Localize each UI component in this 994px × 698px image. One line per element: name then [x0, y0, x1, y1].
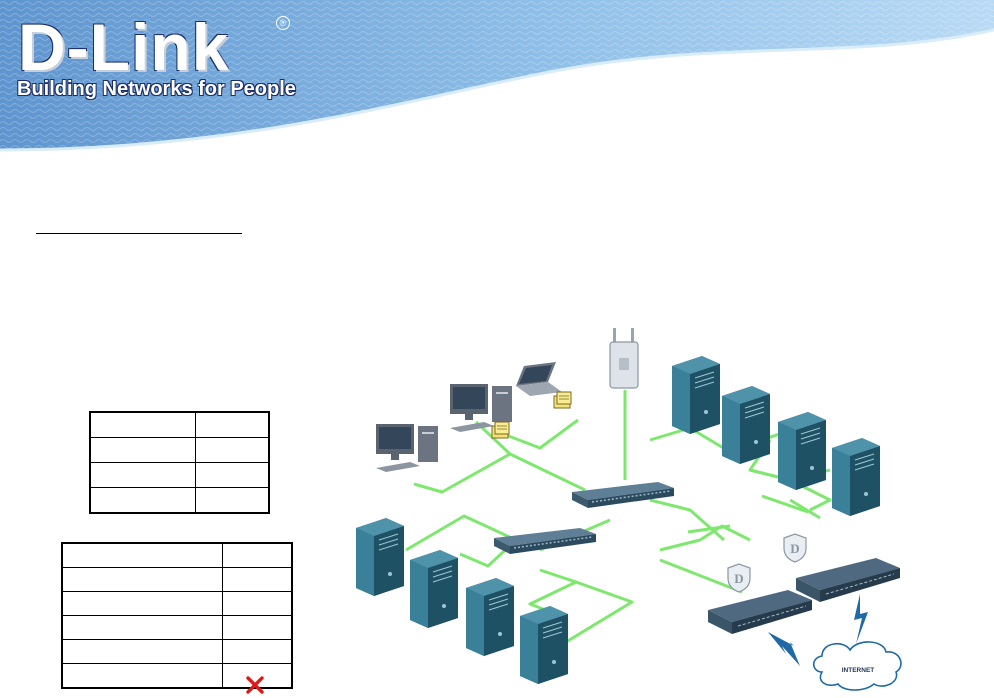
server-icon	[777, 411, 827, 491]
switch-icon	[571, 481, 675, 509]
table-row	[61, 542, 293, 568]
table-cell	[222, 591, 293, 616]
server-icon	[409, 549, 459, 629]
table-cell	[195, 411, 270, 438]
table-cell	[195, 437, 270, 463]
server-icon	[355, 517, 405, 597]
table-cell	[222, 567, 293, 592]
table-row	[89, 462, 270, 488]
table-cell	[61, 615, 223, 640]
table-cell	[61, 542, 223, 568]
note-icon	[491, 421, 510, 439]
table-cell	[89, 487, 196, 514]
table-cell	[195, 487, 270, 514]
bottom-table	[61, 542, 293, 689]
registered-mark: ®	[276, 16, 290, 30]
table-cell	[61, 567, 223, 592]
top-table	[89, 411, 270, 514]
brand-tagline: Building Networks for People	[17, 78, 296, 100]
dlink-logo: D-Link	[18, 10, 230, 84]
firewall-router-icon	[795, 557, 901, 603]
firewall-router-icon	[707, 589, 813, 635]
table-cell	[89, 411, 196, 438]
table-cell	[222, 615, 293, 640]
table-row	[61, 567, 293, 592]
server-icon	[519, 605, 569, 685]
desktop-icon	[376, 424, 438, 472]
switch-icon	[493, 527, 597, 555]
table-row	[61, 591, 293, 616]
server-icon	[721, 385, 771, 465]
table-row	[61, 615, 293, 640]
title-underline	[36, 233, 242, 234]
table-row	[89, 411, 270, 438]
banner-wave-edge	[0, 28, 994, 152]
network-diagram: D	[355, 328, 902, 691]
server-icon	[831, 437, 881, 517]
table-cell	[61, 591, 223, 616]
table-cell	[61, 639, 223, 664]
x-icon	[246, 676, 264, 694]
laptop-icon	[516, 362, 562, 396]
table-cell	[195, 462, 270, 488]
table-cell	[61, 663, 223, 689]
internet-label: INTERNET	[842, 667, 875, 674]
server-icon	[465, 577, 515, 657]
table-row	[89, 437, 270, 463]
header-banner	[0, 0, 994, 152]
shield-icon	[727, 563, 751, 593]
cloud-icon: INTERNET	[812, 641, 902, 691]
note-icon	[553, 391, 572, 409]
table-cell	[222, 639, 293, 664]
lightning-icon	[768, 594, 868, 666]
access-point-icon	[609, 328, 639, 389]
table-row	[89, 487, 270, 514]
table-cell	[89, 437, 196, 463]
table-row	[61, 639, 293, 664]
server-icon	[671, 355, 721, 435]
table-cell	[89, 462, 196, 488]
table-cell	[222, 542, 293, 568]
shield-icon	[783, 533, 807, 563]
